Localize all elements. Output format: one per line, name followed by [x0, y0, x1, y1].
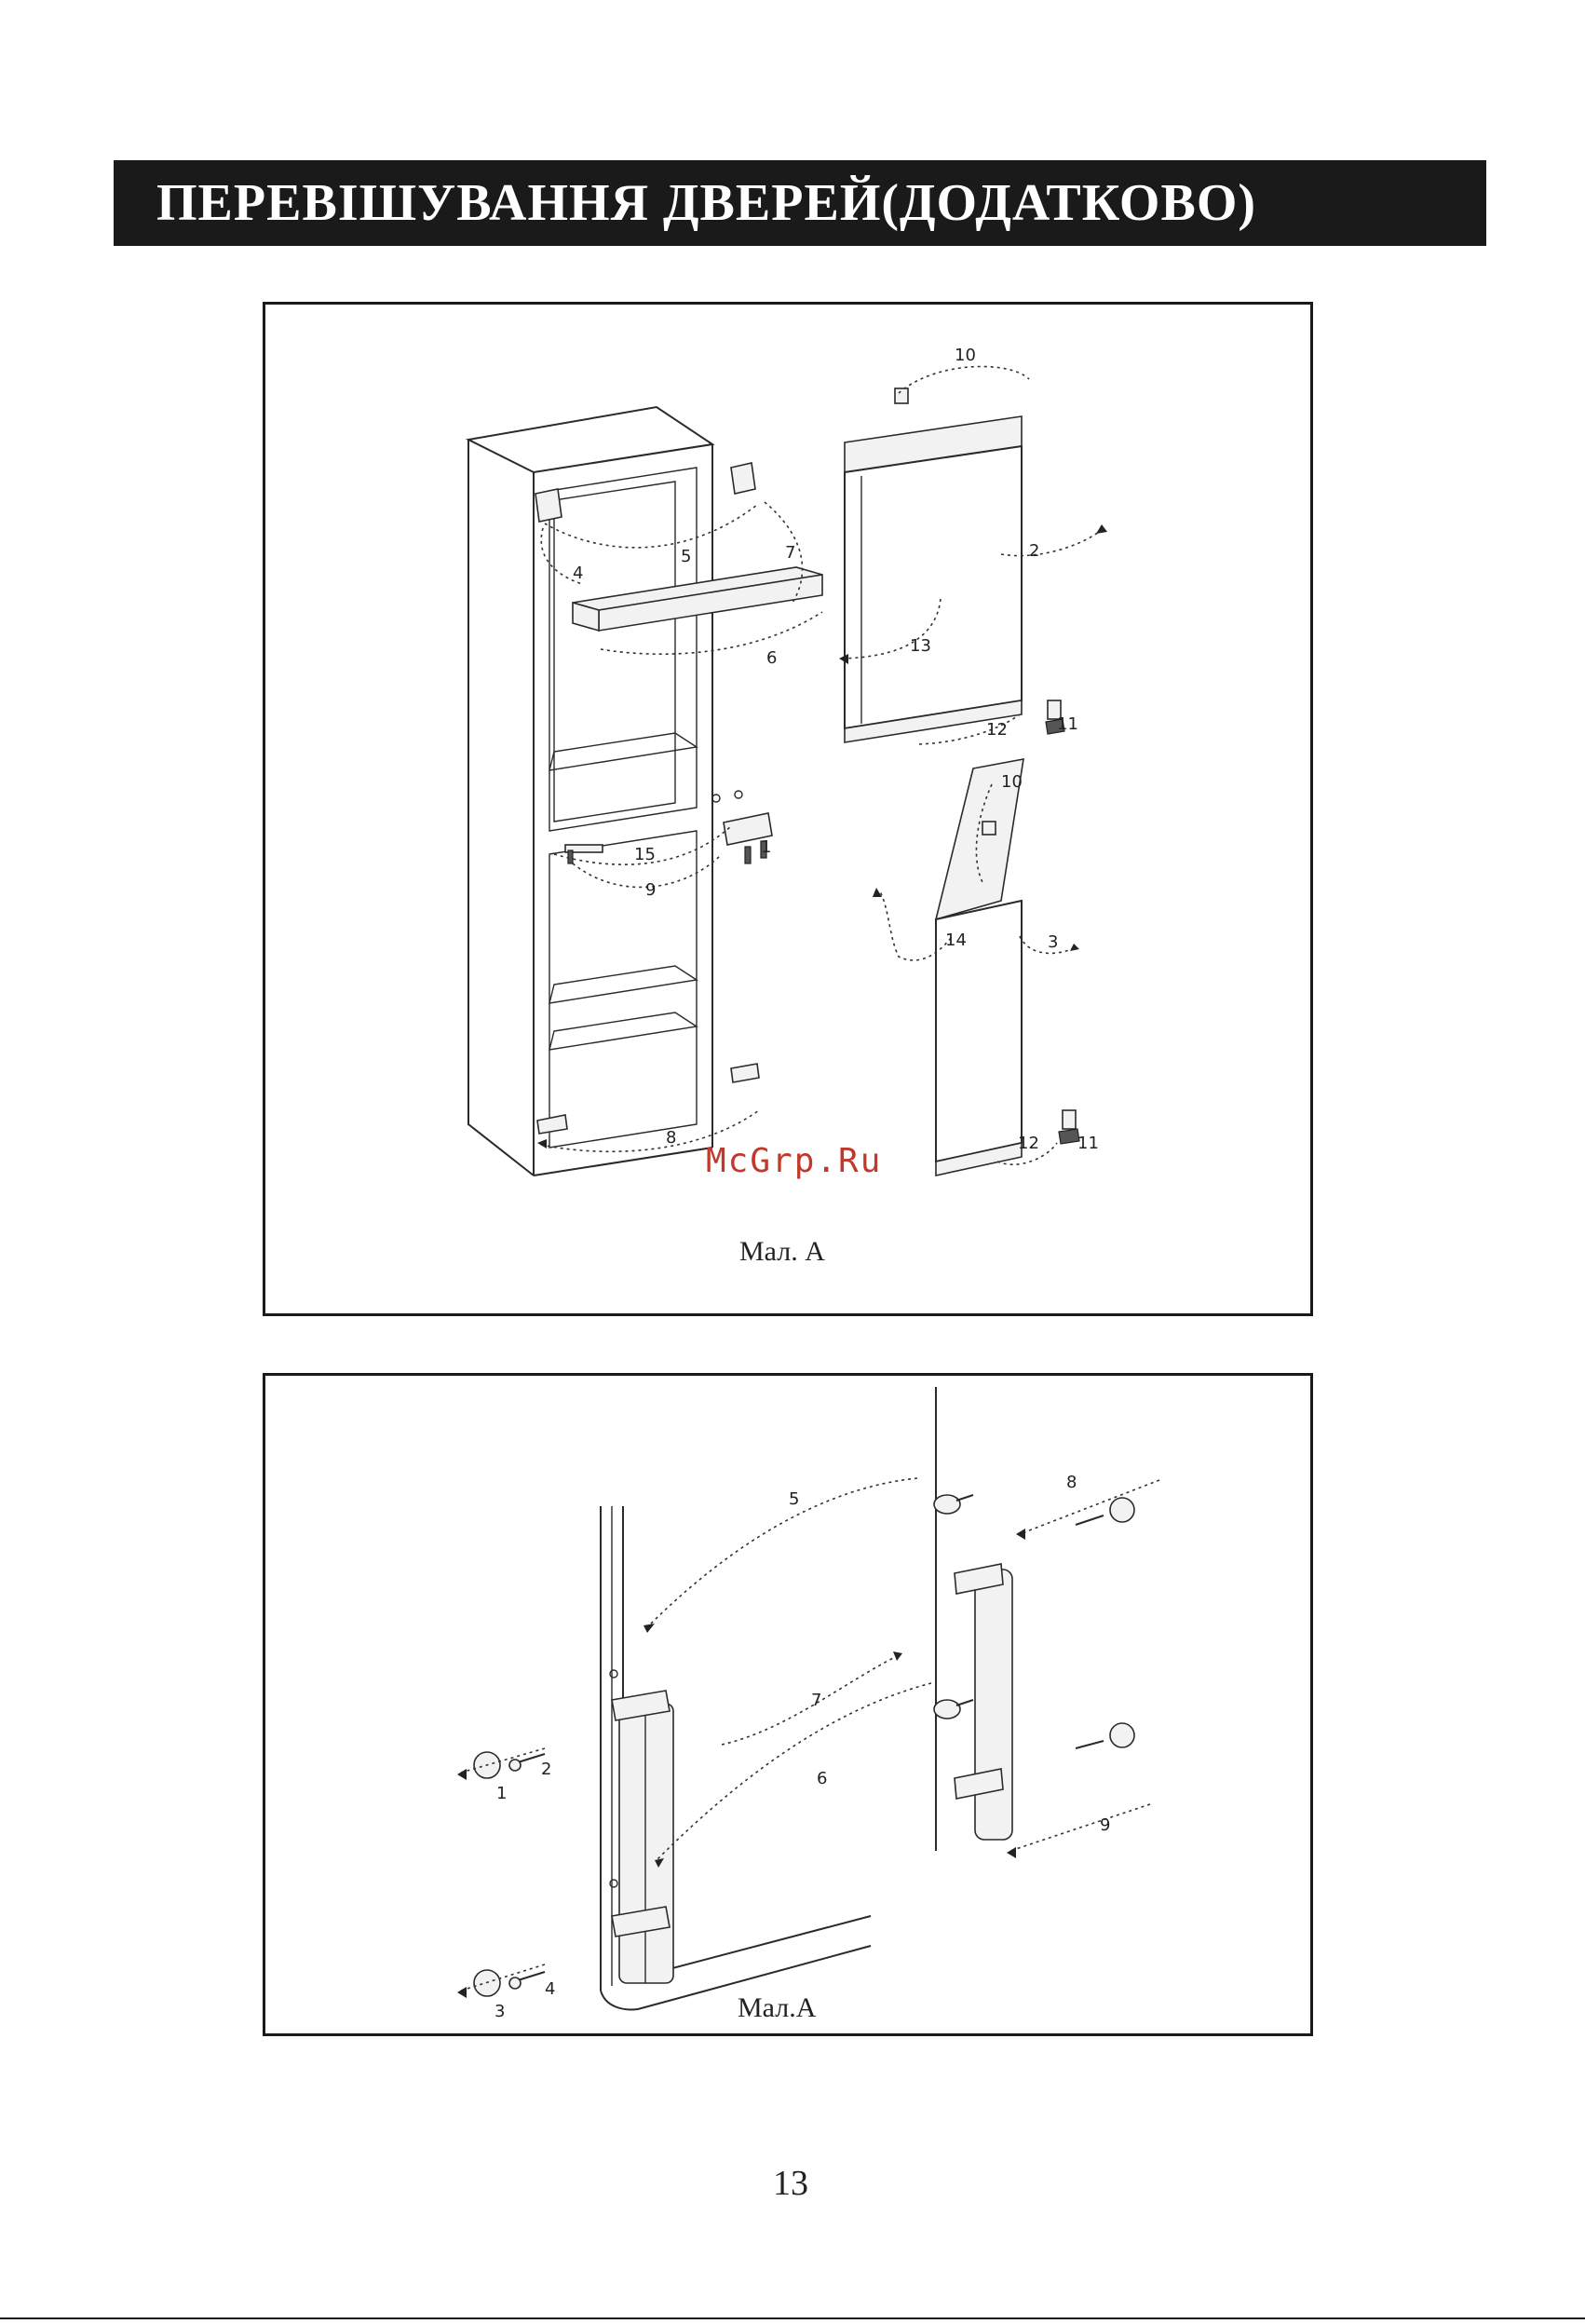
callout-label: 4 [573, 564, 583, 583]
callout-label: 4 [545, 1979, 555, 1999]
callout-label: 8 [1066, 1473, 1077, 1492]
figure-caption: Мал. А [739, 1236, 825, 1268]
callout-label: 2 [1029, 541, 1039, 561]
callout-labels: 5 8 7 2 1 6 9 4 3 [494, 1473, 1110, 2021]
middle-hinge-drawing [565, 791, 772, 863]
figure-handle-reversal: 5 8 7 2 1 6 9 4 3 Мал.А [263, 1373, 1313, 2036]
callout-label: 10 [1001, 772, 1023, 792]
page-number: 13 [773, 2163, 808, 2204]
callout-label: 2 [541, 1760, 551, 1779]
handle-reversal-diagram: 5 8 7 2 1 6 9 4 3 [265, 1376, 1310, 2033]
callout-label: 11 [1077, 1134, 1099, 1153]
watermark: McGrp.Ru [706, 1142, 882, 1180]
lower-door-drawing [936, 759, 1079, 1176]
title-bar: ПЕРЕВІШУВАННЯ ДВЕРЕЙ(ДОДАТКОВО) [114, 160, 1486, 246]
callout-label: 5 [681, 547, 691, 566]
callout-label: 1 [761, 837, 771, 857]
screws-and-caps [474, 1498, 1134, 1996]
callout-label: 7 [811, 1691, 821, 1710]
footer-divider [0, 2317, 1585, 2319]
figure-caption: Мал.А [738, 1992, 816, 2024]
callout-label: 6 [817, 1769, 827, 1788]
callout-label: 7 [785, 543, 795, 563]
callout-label: 6 [766, 648, 777, 668]
callout-label: 8 [666, 1128, 676, 1148]
callout-label: 1 [496, 1784, 507, 1803]
callout-label: 9 [645, 880, 656, 900]
callout-label: 13 [910, 636, 931, 656]
callout-label: 11 [1057, 714, 1078, 734]
upper-door-drawing [845, 388, 1064, 742]
callout-label: 3 [1048, 932, 1058, 952]
fridge-cabinet-drawing [468, 407, 759, 1176]
callout-label: 15 [634, 845, 656, 864]
handle-right-drawing [934, 1495, 1012, 1840]
callout-label: 3 [494, 2002, 505, 2021]
page-title: ПЕРЕВІШУВАННЯ ДВЕРЕЙ(ДОДАТКОВО) [156, 173, 1256, 233]
top-cover-drawing [573, 567, 822, 631]
callout-label: 9 [1100, 1815, 1110, 1835]
callout-label: 14 [945, 931, 967, 950]
callout-label: 5 [789, 1489, 799, 1509]
handle-left-drawing [610, 1670, 673, 1983]
callout-labels: 10 7 5 4 2 13 6 12 11 10 1 15 9 14 3 8 1… [573, 346, 1099, 1153]
movement-arrows [457, 1478, 1159, 1998]
callout-label: 12 [986, 720, 1008, 740]
callout-label: 12 [1018, 1134, 1039, 1153]
callout-label: 10 [955, 346, 976, 365]
